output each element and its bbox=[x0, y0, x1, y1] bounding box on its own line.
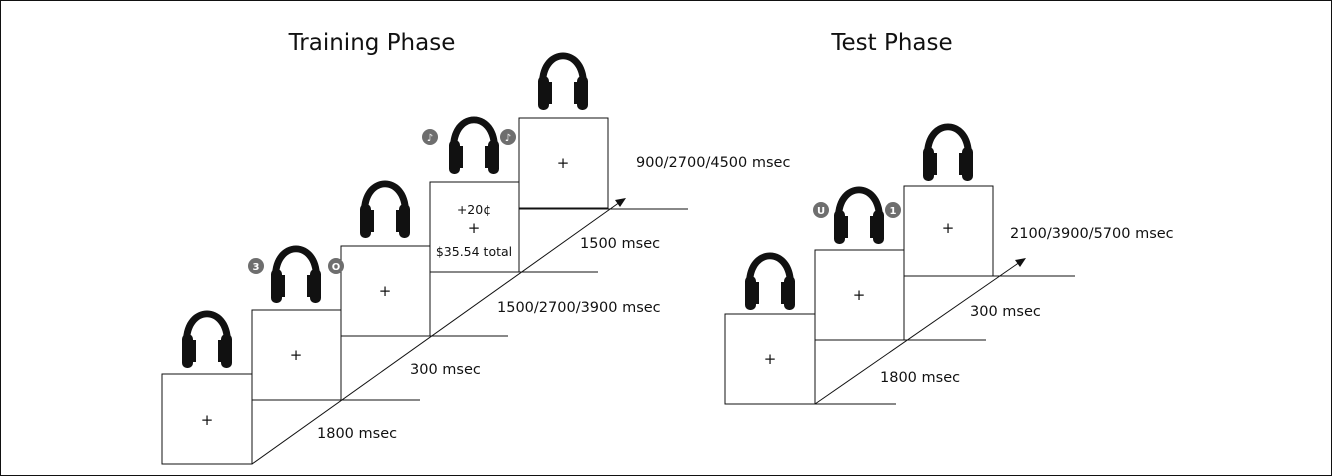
headphones-icon bbox=[449, 116, 499, 174]
headphones-icon bbox=[923, 123, 973, 181]
svg-text:♪: ♪ bbox=[427, 133, 433, 144]
training-screen-5 bbox=[518, 117, 609, 209]
svg-text:♪: ♪ bbox=[505, 133, 511, 144]
cue-badge-icon: O bbox=[328, 258, 344, 274]
test-phase: Test Phase + + + U 1 1800 msec 300 msec … bbox=[724, 30, 1174, 405]
training-screen-3 bbox=[340, 245, 431, 337]
test-fixation-1: + bbox=[764, 350, 777, 368]
svg-text:O: O bbox=[332, 262, 341, 273]
training-fixation-3: + bbox=[379, 282, 392, 300]
training-screen-feedback bbox=[429, 181, 520, 273]
headphones-icon bbox=[538, 52, 588, 110]
svg-text:1: 1 bbox=[890, 206, 897, 217]
test-screen-3 bbox=[903, 185, 994, 277]
training-duration-3: 1500/2700/3900 msec bbox=[497, 300, 661, 316]
training-fixation-2: + bbox=[290, 346, 303, 364]
svg-text:3: 3 bbox=[253, 262, 260, 273]
test-duration-1: 1800 msec bbox=[880, 370, 960, 386]
feedback-reward: +20¢ bbox=[457, 202, 491, 217]
training-duration-4: 1500 msec bbox=[580, 236, 660, 252]
svg-text:U: U bbox=[817, 206, 825, 217]
test-fixation-3: + bbox=[942, 219, 955, 237]
training-fixation-5: + bbox=[557, 154, 570, 172]
training-title: Training Phase bbox=[288, 30, 456, 56]
test-arrowhead bbox=[1015, 258, 1026, 267]
cue-badge-icon: 1 bbox=[885, 202, 901, 218]
training-phase: Training Phase + + + + +20¢ + $35.54 tot… bbox=[161, 30, 790, 465]
training-fixation-1: + bbox=[201, 411, 214, 429]
training-duration-5: 900/2700/4500 msec bbox=[636, 155, 790, 171]
training-screen-2 bbox=[251, 309, 342, 401]
headphones-icon bbox=[360, 180, 410, 238]
test-title: Test Phase bbox=[830, 30, 952, 56]
music-note-icon: ♪ bbox=[500, 129, 516, 145]
headphones-icon bbox=[271, 245, 321, 303]
cue-badge-icon: 3 bbox=[248, 258, 264, 274]
feedback-total: $35.54 total bbox=[436, 244, 512, 259]
training-duration-1: 1800 msec bbox=[317, 426, 397, 442]
training-arrowhead bbox=[615, 198, 626, 207]
training-duration-2: 300 msec bbox=[410, 362, 481, 378]
headphones-icon bbox=[834, 186, 884, 244]
test-duration-2: 300 msec bbox=[970, 304, 1041, 320]
test-screen-2 bbox=[814, 249, 905, 341]
test-screen-1 bbox=[724, 313, 816, 405]
test-fixation-2: + bbox=[853, 286, 866, 304]
music-note-icon: ♪ bbox=[422, 129, 438, 145]
training-timeline-arrow bbox=[251, 201, 621, 465]
test-timeline-arrow bbox=[814, 261, 1021, 405]
headphones-icon bbox=[745, 252, 795, 310]
test-duration-3: 2100/3900/5700 msec bbox=[1010, 226, 1174, 242]
feedback-fixation: + bbox=[468, 219, 481, 237]
cue-badge-icon: U bbox=[813, 202, 829, 218]
headphones-icon bbox=[182, 310, 232, 368]
